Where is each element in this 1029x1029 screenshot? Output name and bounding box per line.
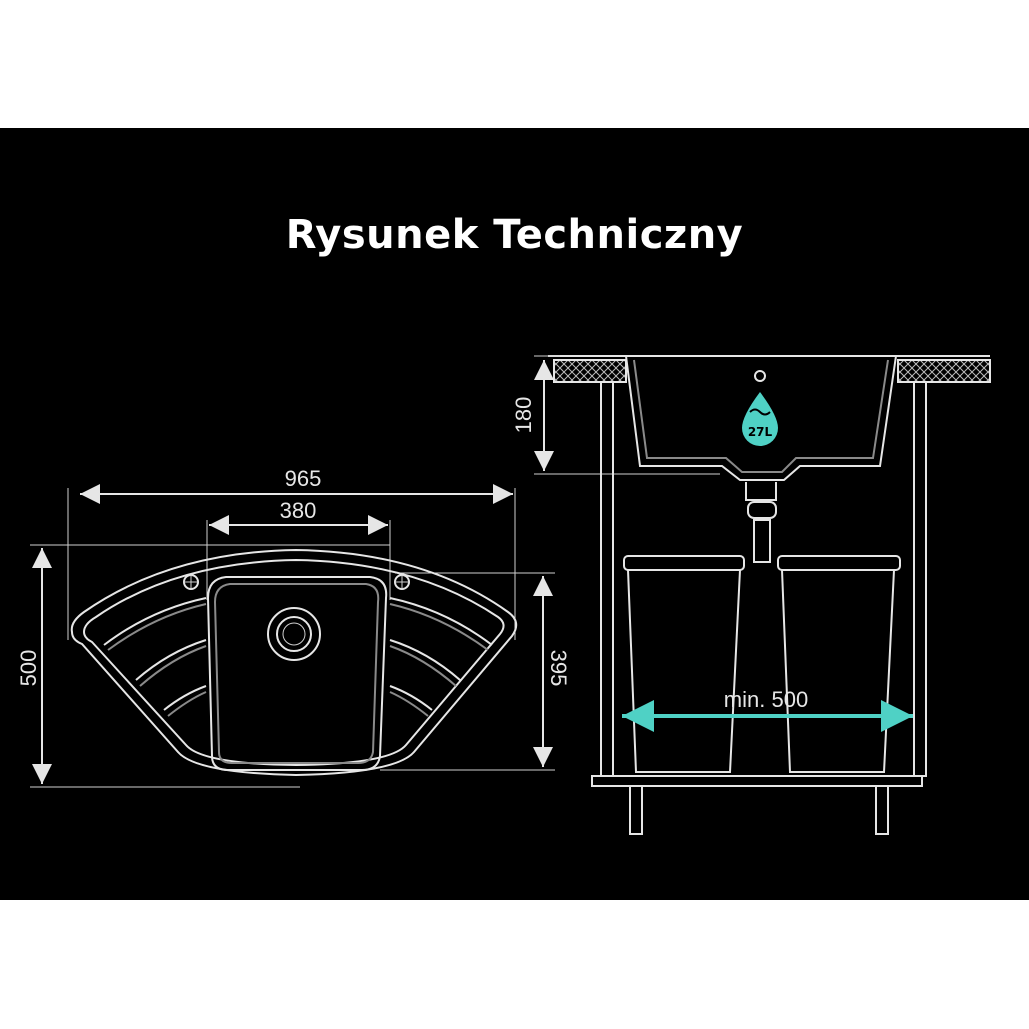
drain-center [282,622,306,646]
water-drop-icon [742,392,778,446]
drainer-rib [389,645,457,687]
drainer-rib [167,691,207,717]
overflow-hole [754,370,766,382]
cabinet-min-label: min. 500 [724,687,808,712]
sink-bowl [206,576,388,771]
siphon-body [747,501,777,519]
sink-rim [82,558,505,767]
volume-label: 27L [748,425,773,439]
drainer-rib [389,691,429,717]
drainer-rib [103,597,207,646]
cabinet-leg-left [629,785,643,835]
top-view: 965 380 500 395 [16,466,571,788]
siphon-pipe [753,519,771,563]
cabinet-side-right [913,381,927,777]
countertop-right [897,359,991,383]
drainer-rib [135,639,207,681]
waste-bin-left [623,555,745,773]
cabinet-leg-right [875,785,889,835]
cabinet-bottom [591,775,923,787]
side-depth-label: 395 [546,650,571,687]
depth-total-label: 500 [16,650,41,687]
width-total-label: 965 [285,466,322,491]
drain-inner [276,616,312,652]
bowl-width-label: 380 [280,498,317,523]
drainer-rib [107,603,207,651]
sink-bowl-inner [213,583,380,764]
page-title: Rysunek Techniczny [285,212,744,258]
drainer-rib [389,685,433,711]
waste-bin-right [777,555,901,773]
sink-body-profile [625,355,897,481]
drainer-rib [389,597,493,646]
drain-outer [267,607,321,661]
countertop-left [553,359,627,383]
sink-outline [70,548,518,777]
drainer-rib [163,685,207,711]
drainer-rib [389,639,461,681]
sink-body-inner [633,359,889,473]
drainer-rib [139,645,207,687]
bowl-depth-label: 180 [511,397,536,434]
cabinet-side-left [600,381,614,777]
drainer-rib [389,603,489,651]
side-view: 180 27L min. 500 [511,355,991,835]
siphon-top [745,482,777,501]
